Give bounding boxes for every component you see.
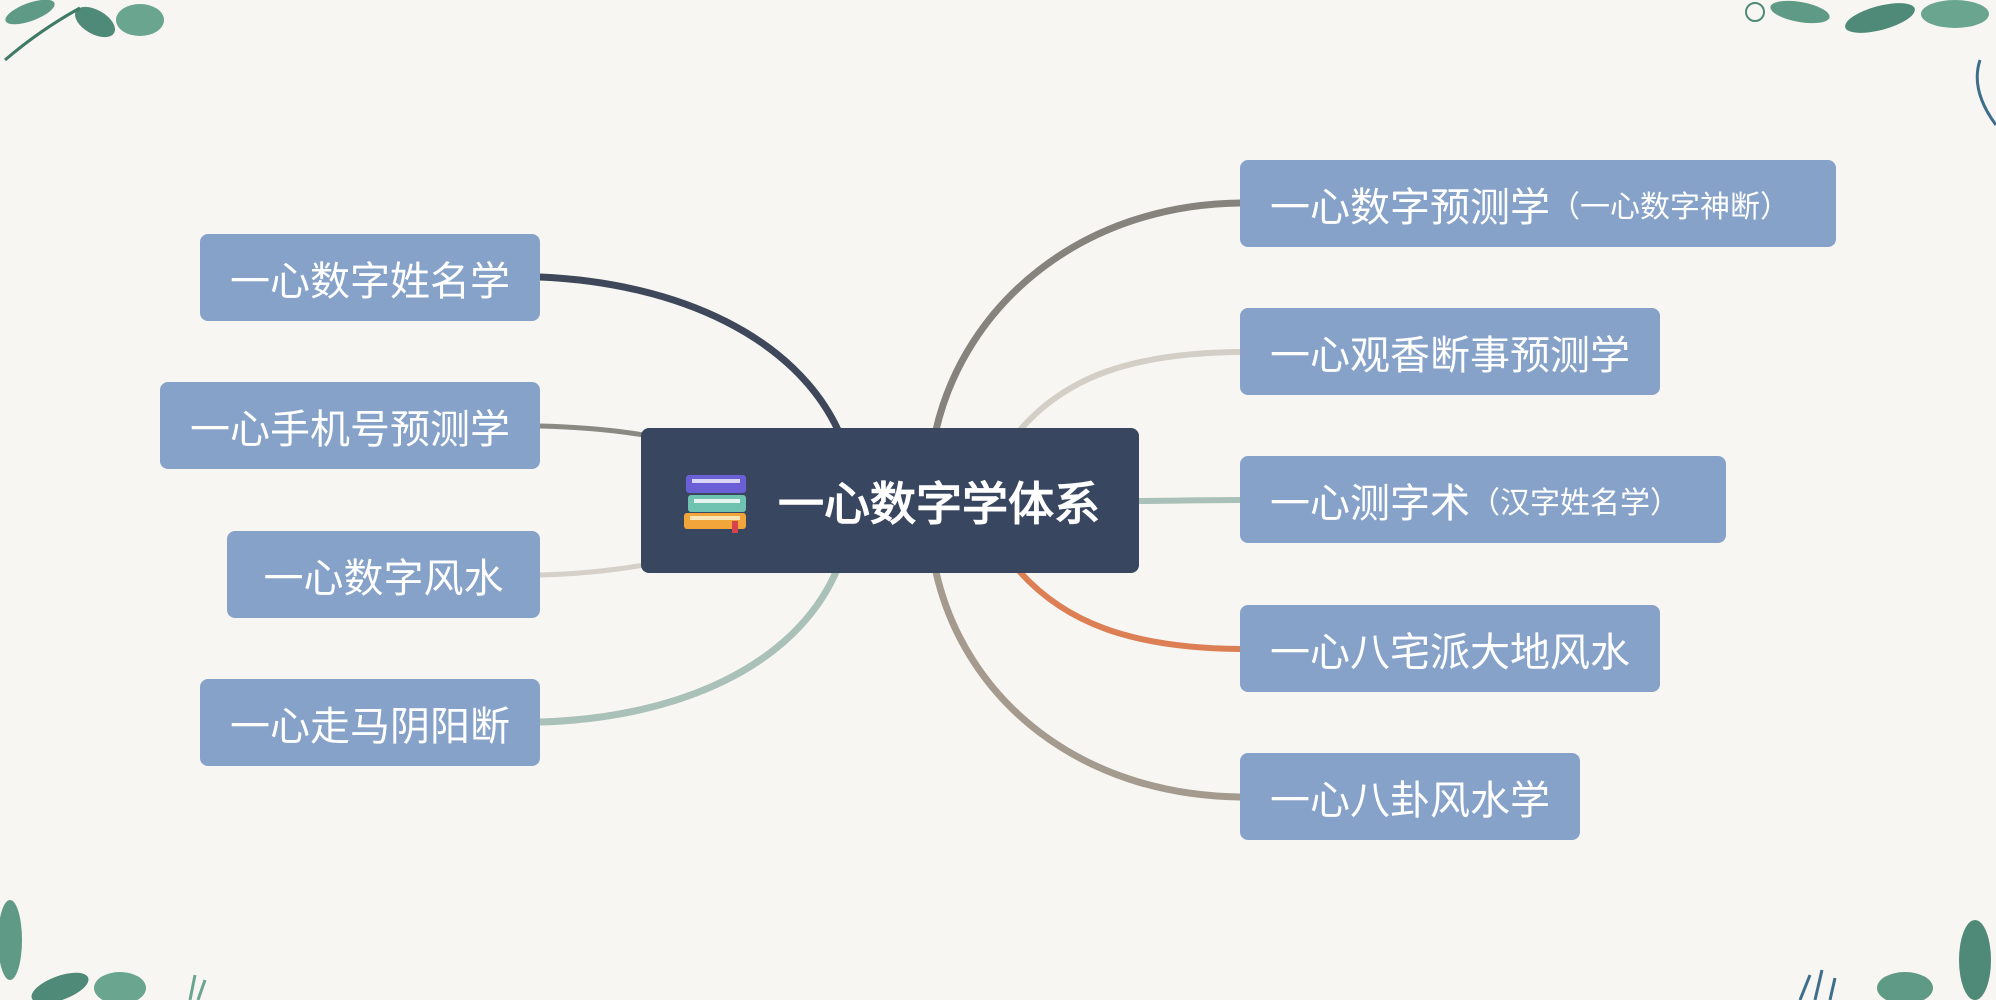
branch-node-left-0[interactable]: 一心数字姓名学 [200,234,540,321]
branch-sublabel: （一心数字神断） [1550,189,1790,225]
branch-label: 一心数字预测学 [1270,184,1550,231]
branch-line-right-3 [1017,569,1243,652]
branch-label: 一心数字风水 [263,555,504,602]
branch-node-left-1[interactable]: 一心手机号预测学 [160,382,540,469]
branch-line-left-0 [536,273,842,434]
branch-line-right-0 [932,199,1244,434]
branch-node-right-1[interactable]: 一心观香断事预测学 [1240,308,1660,395]
branch-node-left-3[interactable]: 一心走马阴阳断 [200,679,540,766]
branch-node-left-2[interactable]: 一心数字风水 [227,531,540,618]
branch-label: 一心测字术 [1270,480,1470,527]
branch-line-right-1 [1017,349,1243,433]
root-label: 一心数字学体系 [778,476,1100,531]
branch-line-left-3 [536,568,840,726]
branch-label: 一心手机号预测学 [190,406,510,453]
branch-line-right-4 [932,568,1244,801]
leaf-decoration-bottom-right [1798,920,1991,1000]
branch-line-right-2 [1136,497,1243,504]
branch-label: 一心走马阴阳断 [230,703,510,750]
books-icon [684,474,746,533]
branch-node-right-0[interactable]: 一心数字预测学 （一心数字神断） [1240,160,1836,247]
leaf-decoration-top-right [1745,0,1996,126]
branch-node-right-2[interactable]: 一心测字术 （汉字姓名学） [1240,456,1726,543]
branch-label: 一心八卦风水学 [1270,777,1550,824]
branch-label: 一心数字姓名学 [230,258,510,305]
root-node[interactable]: 一心数字学体系 [641,428,1139,573]
leaf-decoration-bottom-left [0,900,207,1000]
branch-node-right-4[interactable]: 一心八卦风水学 [1240,753,1580,840]
leaf-decoration-top-left [4,0,164,62]
branch-node-right-3[interactable]: 一心八宅派大地风水 [1240,605,1660,692]
branch-label: 一心观香断事预测学 [1270,332,1630,379]
branch-label: 一心八宅派大地风水 [1270,629,1630,676]
branch-sublabel: （汉字姓名学） [1470,485,1680,521]
